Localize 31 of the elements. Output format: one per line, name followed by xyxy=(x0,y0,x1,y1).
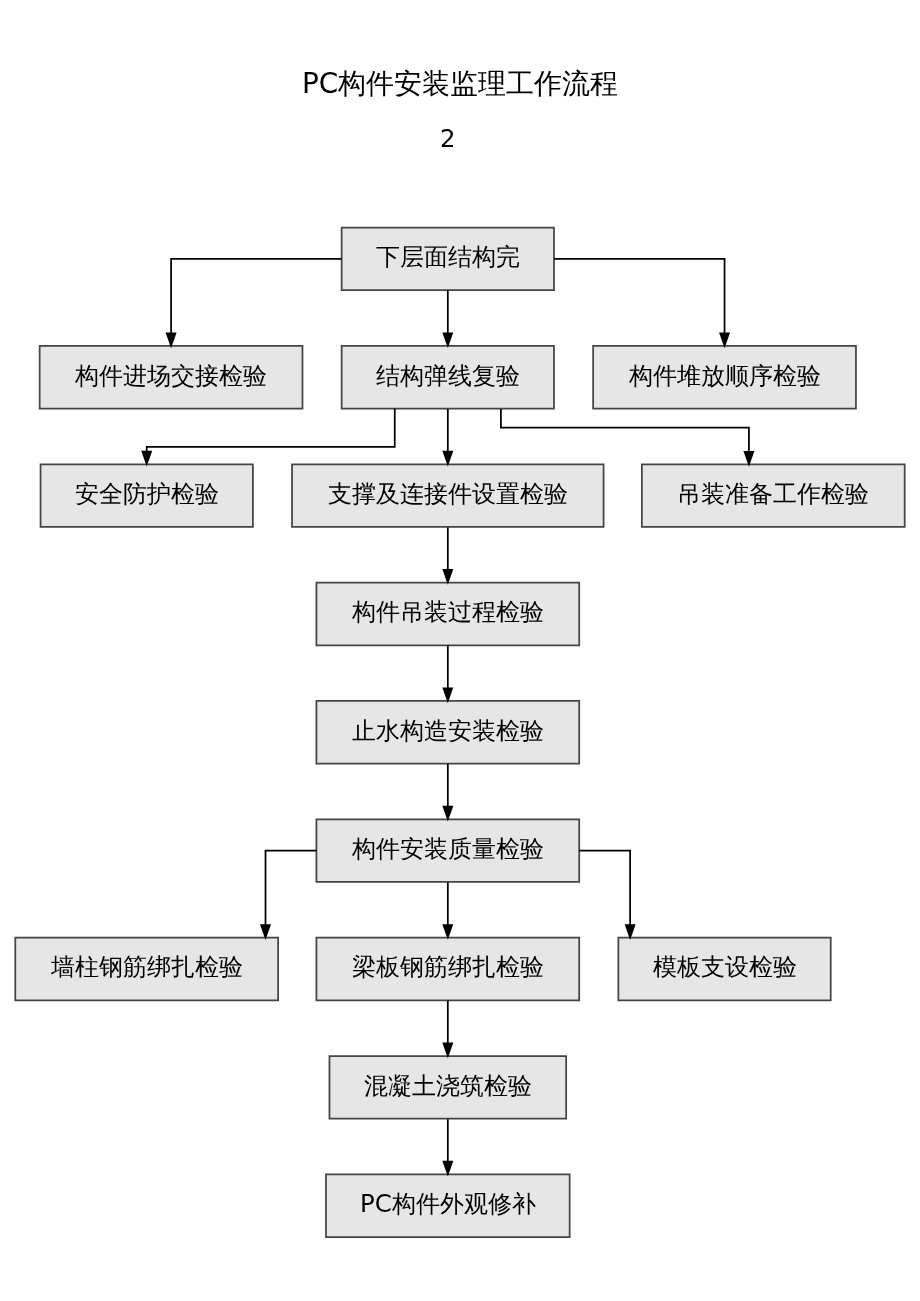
node-box: 构件堆放顺序检验 xyxy=(592,345,857,410)
node-box: 构件吊装过程检验 xyxy=(315,581,581,647)
node-box: 构件进场交接检验 xyxy=(38,345,304,410)
node-box: 支撑及连接件设置检验 xyxy=(291,463,605,528)
arrow xyxy=(442,526,454,585)
arrow xyxy=(442,644,454,704)
label: 2 xyxy=(440,123,456,153)
node-box: 梁板钢筋绑扎检验 xyxy=(315,936,581,1002)
arrow xyxy=(578,849,636,940)
node-box: 下层面结构完 xyxy=(340,226,555,292)
node-box: 吊装准备工作检验 xyxy=(641,463,906,528)
node-box: PC构件外观修补 xyxy=(325,1173,571,1238)
node-box: 止水构造安装检验 xyxy=(315,700,581,765)
arrow xyxy=(553,258,731,349)
node-box: 安全防护检验 xyxy=(39,463,254,528)
arrow xyxy=(442,289,454,349)
arrow xyxy=(442,881,454,940)
node-box: 混凝土浇筑检验 xyxy=(328,1055,568,1120)
arrow xyxy=(442,1118,454,1177)
arrow xyxy=(141,407,396,467)
arrow xyxy=(442,408,454,467)
diagram-title: PC构件安装监理工作流程 xyxy=(301,67,619,101)
arrow xyxy=(165,258,343,349)
node-box: 结构弹线复验 xyxy=(340,345,555,410)
arrow xyxy=(260,849,318,940)
arrow xyxy=(442,763,454,822)
node-box: 墙柱钢筋绑扎检验 xyxy=(14,936,279,1002)
arrow xyxy=(500,408,755,467)
node-box: 模板支设检验 xyxy=(617,936,832,1002)
arrow xyxy=(442,999,454,1059)
node-box: 构件安装质量检验 xyxy=(315,818,581,883)
